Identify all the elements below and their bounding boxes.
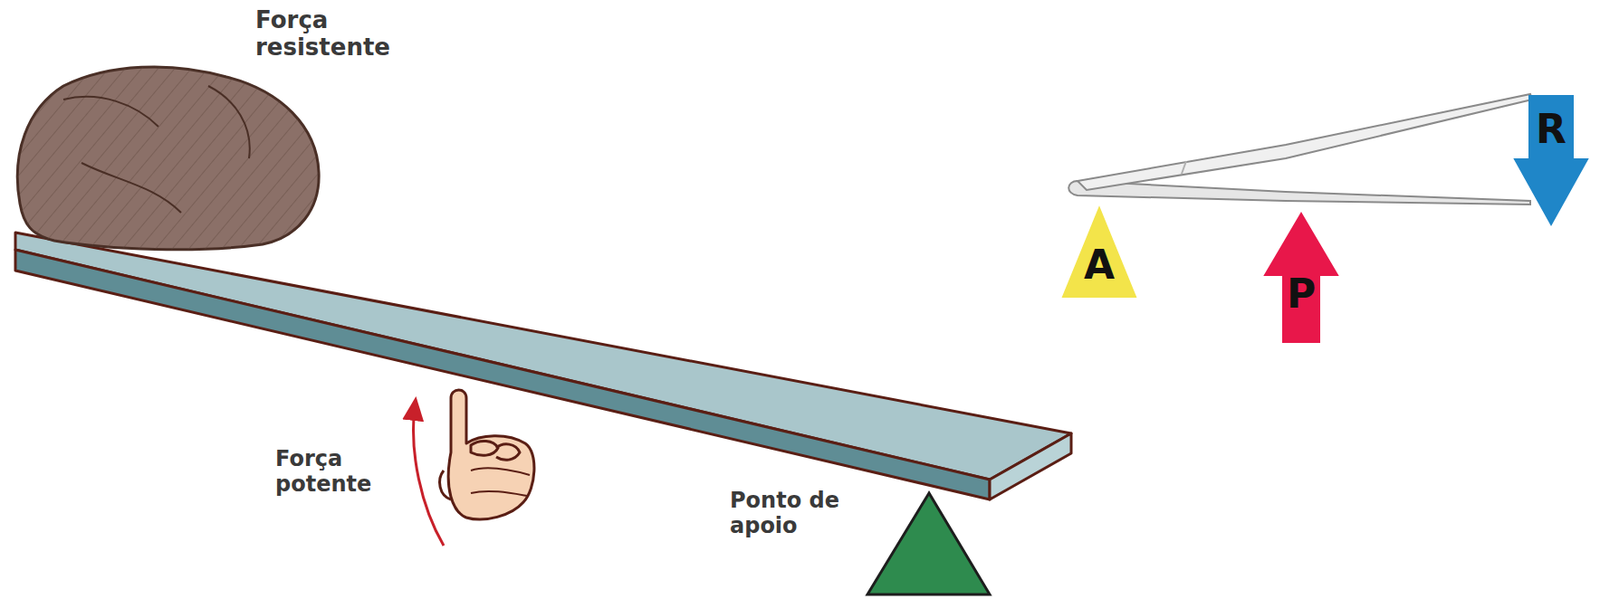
resistance-force-label: Força resistente [255,7,414,62]
rock [17,67,319,250]
load-arrow: R [1513,94,1590,227]
pointing-hand [440,390,535,520]
fulcrum-triangle [867,493,990,595]
letter-label: R [1535,109,1567,150]
letter-label: P [1286,274,1316,315]
effort-force-label: Força potente [275,447,403,498]
pivot-triangle: A [1061,206,1138,299]
tweezers [1068,94,1533,205]
effort-arrow: P [1263,211,1340,345]
lever-plank [15,232,1072,500]
letter-label: A [1083,245,1115,286]
fulcrum-label: Ponto de apoio [729,488,862,539]
